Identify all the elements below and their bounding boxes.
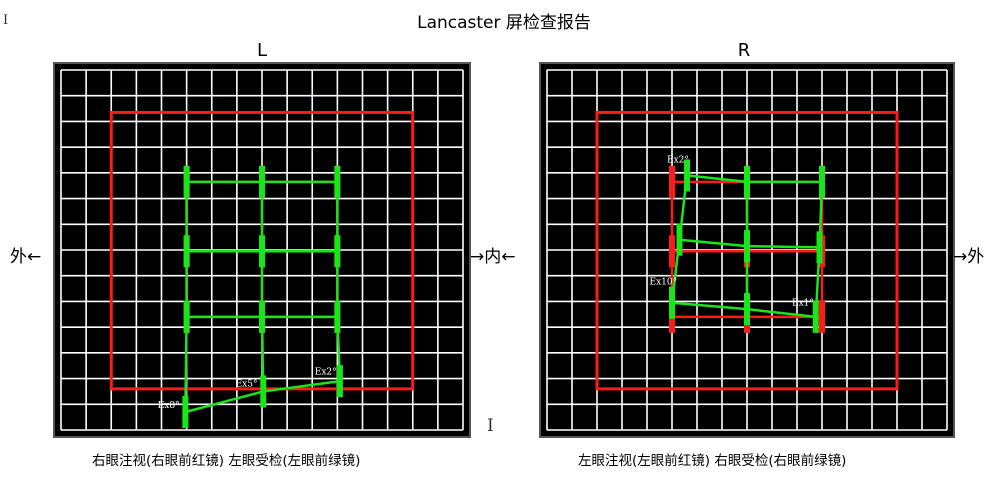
deviation-label: Ex5°	[236, 379, 258, 389]
green-tested-mark	[336, 365, 343, 398]
right-lancaster-grid: Ex2° Ex10° Ex1°	[539, 62, 955, 438]
green-tested-mark	[744, 230, 750, 263]
outward-label: 外	[967, 247, 985, 267]
green-tested-mark	[676, 223, 683, 256]
left-chart-svg: Ex8° Ex5° Ex2°	[60, 69, 464, 431]
arrow-left-icon: ←	[27, 247, 42, 267]
right-eye-label: R	[737, 40, 751, 61]
green-tested-mark	[744, 293, 750, 326]
green-tested-mark	[259, 235, 265, 268]
inward-direction-middle: →内←	[470, 242, 516, 267]
green-tested-mark	[183, 235, 190, 268]
left-lancaster-grid: Ex8° Ex5° Ex2°	[53, 62, 471, 438]
right-chart-caption: 左眼注视(左眼前红镜) 右眼受检(右眼前绿镜)	[578, 453, 847, 469]
deviation-label: Ex2°	[667, 156, 689, 166]
outward-direction-right: →外	[953, 242, 984, 267]
outward-direction-left: 外←	[10, 242, 41, 267]
green-tested-mark	[816, 231, 823, 264]
arrow-left-icon: ←	[501, 247, 516, 267]
green-tested-horizontal-link	[263, 379, 341, 393]
green-tested-horizontal-link	[746, 244, 820, 249]
green-tested-horizontal-link	[671, 301, 748, 311]
green-tested-mark	[259, 165, 265, 198]
deviation-label: Ex10°	[650, 278, 678, 288]
inward-label: 内	[484, 247, 502, 267]
green-tested-mark	[812, 300, 819, 333]
green-tested-mark	[334, 300, 341, 333]
arrow-right-icon: →	[953, 247, 968, 267]
left-eye-label: L	[256, 40, 268, 61]
text-cursor-icon: I	[3, 13, 9, 28]
green-tested-mark	[819, 165, 825, 198]
deviation-label: Ex1°	[792, 298, 814, 308]
green-tested-horizontal-link	[185, 390, 264, 414]
green-tested-mark	[334, 165, 341, 198]
green-tested-mark	[183, 300, 190, 333]
green-tested-mark	[259, 300, 265, 333]
right-chart-svg: Ex2° Ex10° Ex1°	[546, 69, 948, 431]
red-fixation-mark	[819, 300, 825, 333]
green-tested-mark	[684, 159, 690, 192]
red-fixation-mark	[669, 235, 675, 268]
green-tested-mark	[334, 235, 341, 268]
green-tested-mark	[669, 286, 675, 319]
green-tested-horizontal-link	[679, 238, 748, 248]
green-tested-mark	[182, 396, 189, 428]
left-chart-caption: 右眼注视(右眼前红镜) 左眼受检(左眼前绿镜)	[92, 453, 361, 469]
arrow-right-icon: →	[470, 247, 485, 267]
green-tested-horizontal-link	[746, 307, 816, 319]
text-cursor-icon: I	[487, 416, 494, 436]
red-fixation-mark	[669, 165, 675, 198]
report-title: Lancaster 屏检查报告	[417, 13, 591, 33]
fixation-field-rect	[595, 110, 899, 391]
green-tested-mark	[260, 375, 267, 408]
deviation-label: Ex2°	[315, 368, 337, 378]
green-tested-mark	[744, 165, 750, 198]
deviation-label: Ex8°	[158, 401, 180, 411]
outward-label: 外	[10, 247, 27, 267]
green-tested-horizontal-link	[686, 174, 748, 184]
green-tested-mark	[183, 165, 190, 198]
